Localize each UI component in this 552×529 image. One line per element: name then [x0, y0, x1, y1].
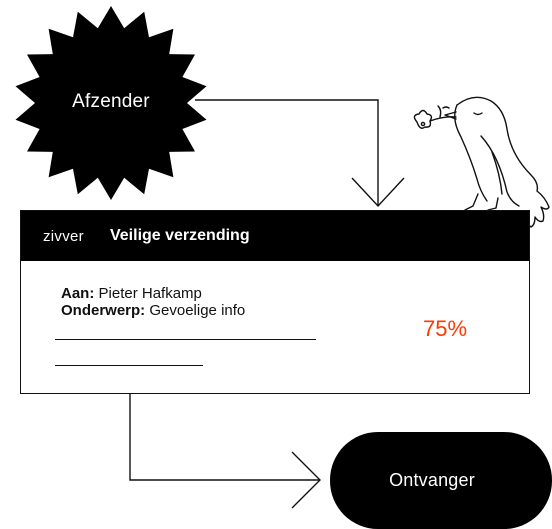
recipient-line: Aan: Pieter Hafkamp: [61, 285, 245, 302]
recipient-label: Aan:: [61, 285, 95, 302]
brand-logo: zivver: [43, 227, 84, 245]
sender-label: Afzender: [72, 91, 150, 112]
secure-send-window: zivver Veilige verzending Aan: Pieter Ha…: [20, 210, 530, 394]
bird-illustration-icon: [413, 96, 550, 228]
window-to-receiver-connector: [129, 394, 321, 509]
body-placeholder-line: [55, 339, 316, 340]
window-header: zivver Veilige verzending: [21, 211, 529, 261]
subject-label: Onderwerp:: [61, 302, 146, 319]
message-meta: Aan: Pieter Hafkamp Onderwerp: Gevoelige…: [61, 285, 245, 319]
window-title: Veilige verzending: [109, 227, 250, 244]
body-placeholder-line: [55, 365, 203, 366]
receiver-node: Ontvanger: [330, 432, 552, 529]
sender-starburst-shape: [15, 6, 207, 200]
subject-value: Gevoelige info: [149, 302, 246, 319]
recipient-value: Pieter Hafkamp: [98, 285, 202, 302]
receiver-label: Ontvanger: [389, 470, 475, 490]
sender-to-window-connector: [195, 99, 405, 208]
subject-line: Onderwerp: Gevoelige info: [61, 302, 245, 319]
progress-percentage: 75%: [422, 316, 468, 341]
